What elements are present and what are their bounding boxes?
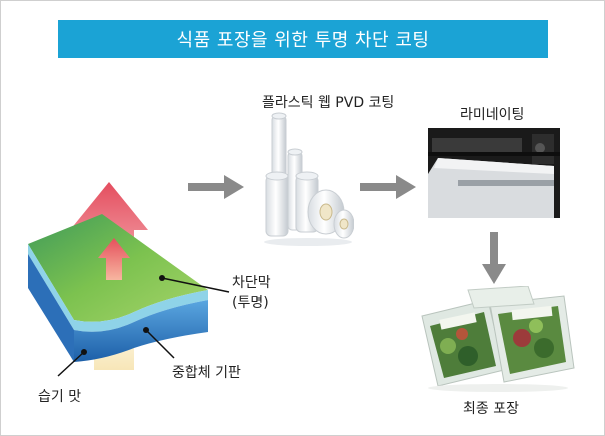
diagram-title: 식품 포장을 위한 투명 차단 코팅 [176,30,430,51]
arrow-right-1 [188,175,244,199]
lamination-machine-photo [428,128,560,218]
barrier-film-label-line1: 차단막 [232,275,271,291]
layer-structure-illustration [28,182,230,377]
arrow-down [482,232,506,284]
penetration-arrow [98,238,130,280]
barrier-film-label-line2: (투명) [232,295,269,311]
title-banner: 식품 포장을 위한 투명 차단 코팅 [58,20,548,58]
moisture-taste-label: 습기 맛 [38,389,82,405]
transparent-film-layer [28,244,208,332]
arrow-right-2 [360,175,416,199]
substrate-front [74,300,208,362]
lamination-label: 라미네이팅 [460,107,525,123]
final-packaging-label: 최종 포장 [463,401,519,417]
substrate-side [28,254,74,362]
plastic-film-rolls-image [264,112,354,246]
final-packaging-photo [421,286,575,392]
salad-bag-back [467,286,535,309]
pvd-coating-label: 플라스틱 웹 PVD 코팅 [262,95,395,111]
substrate-label: 중합체 기판 [172,365,241,381]
